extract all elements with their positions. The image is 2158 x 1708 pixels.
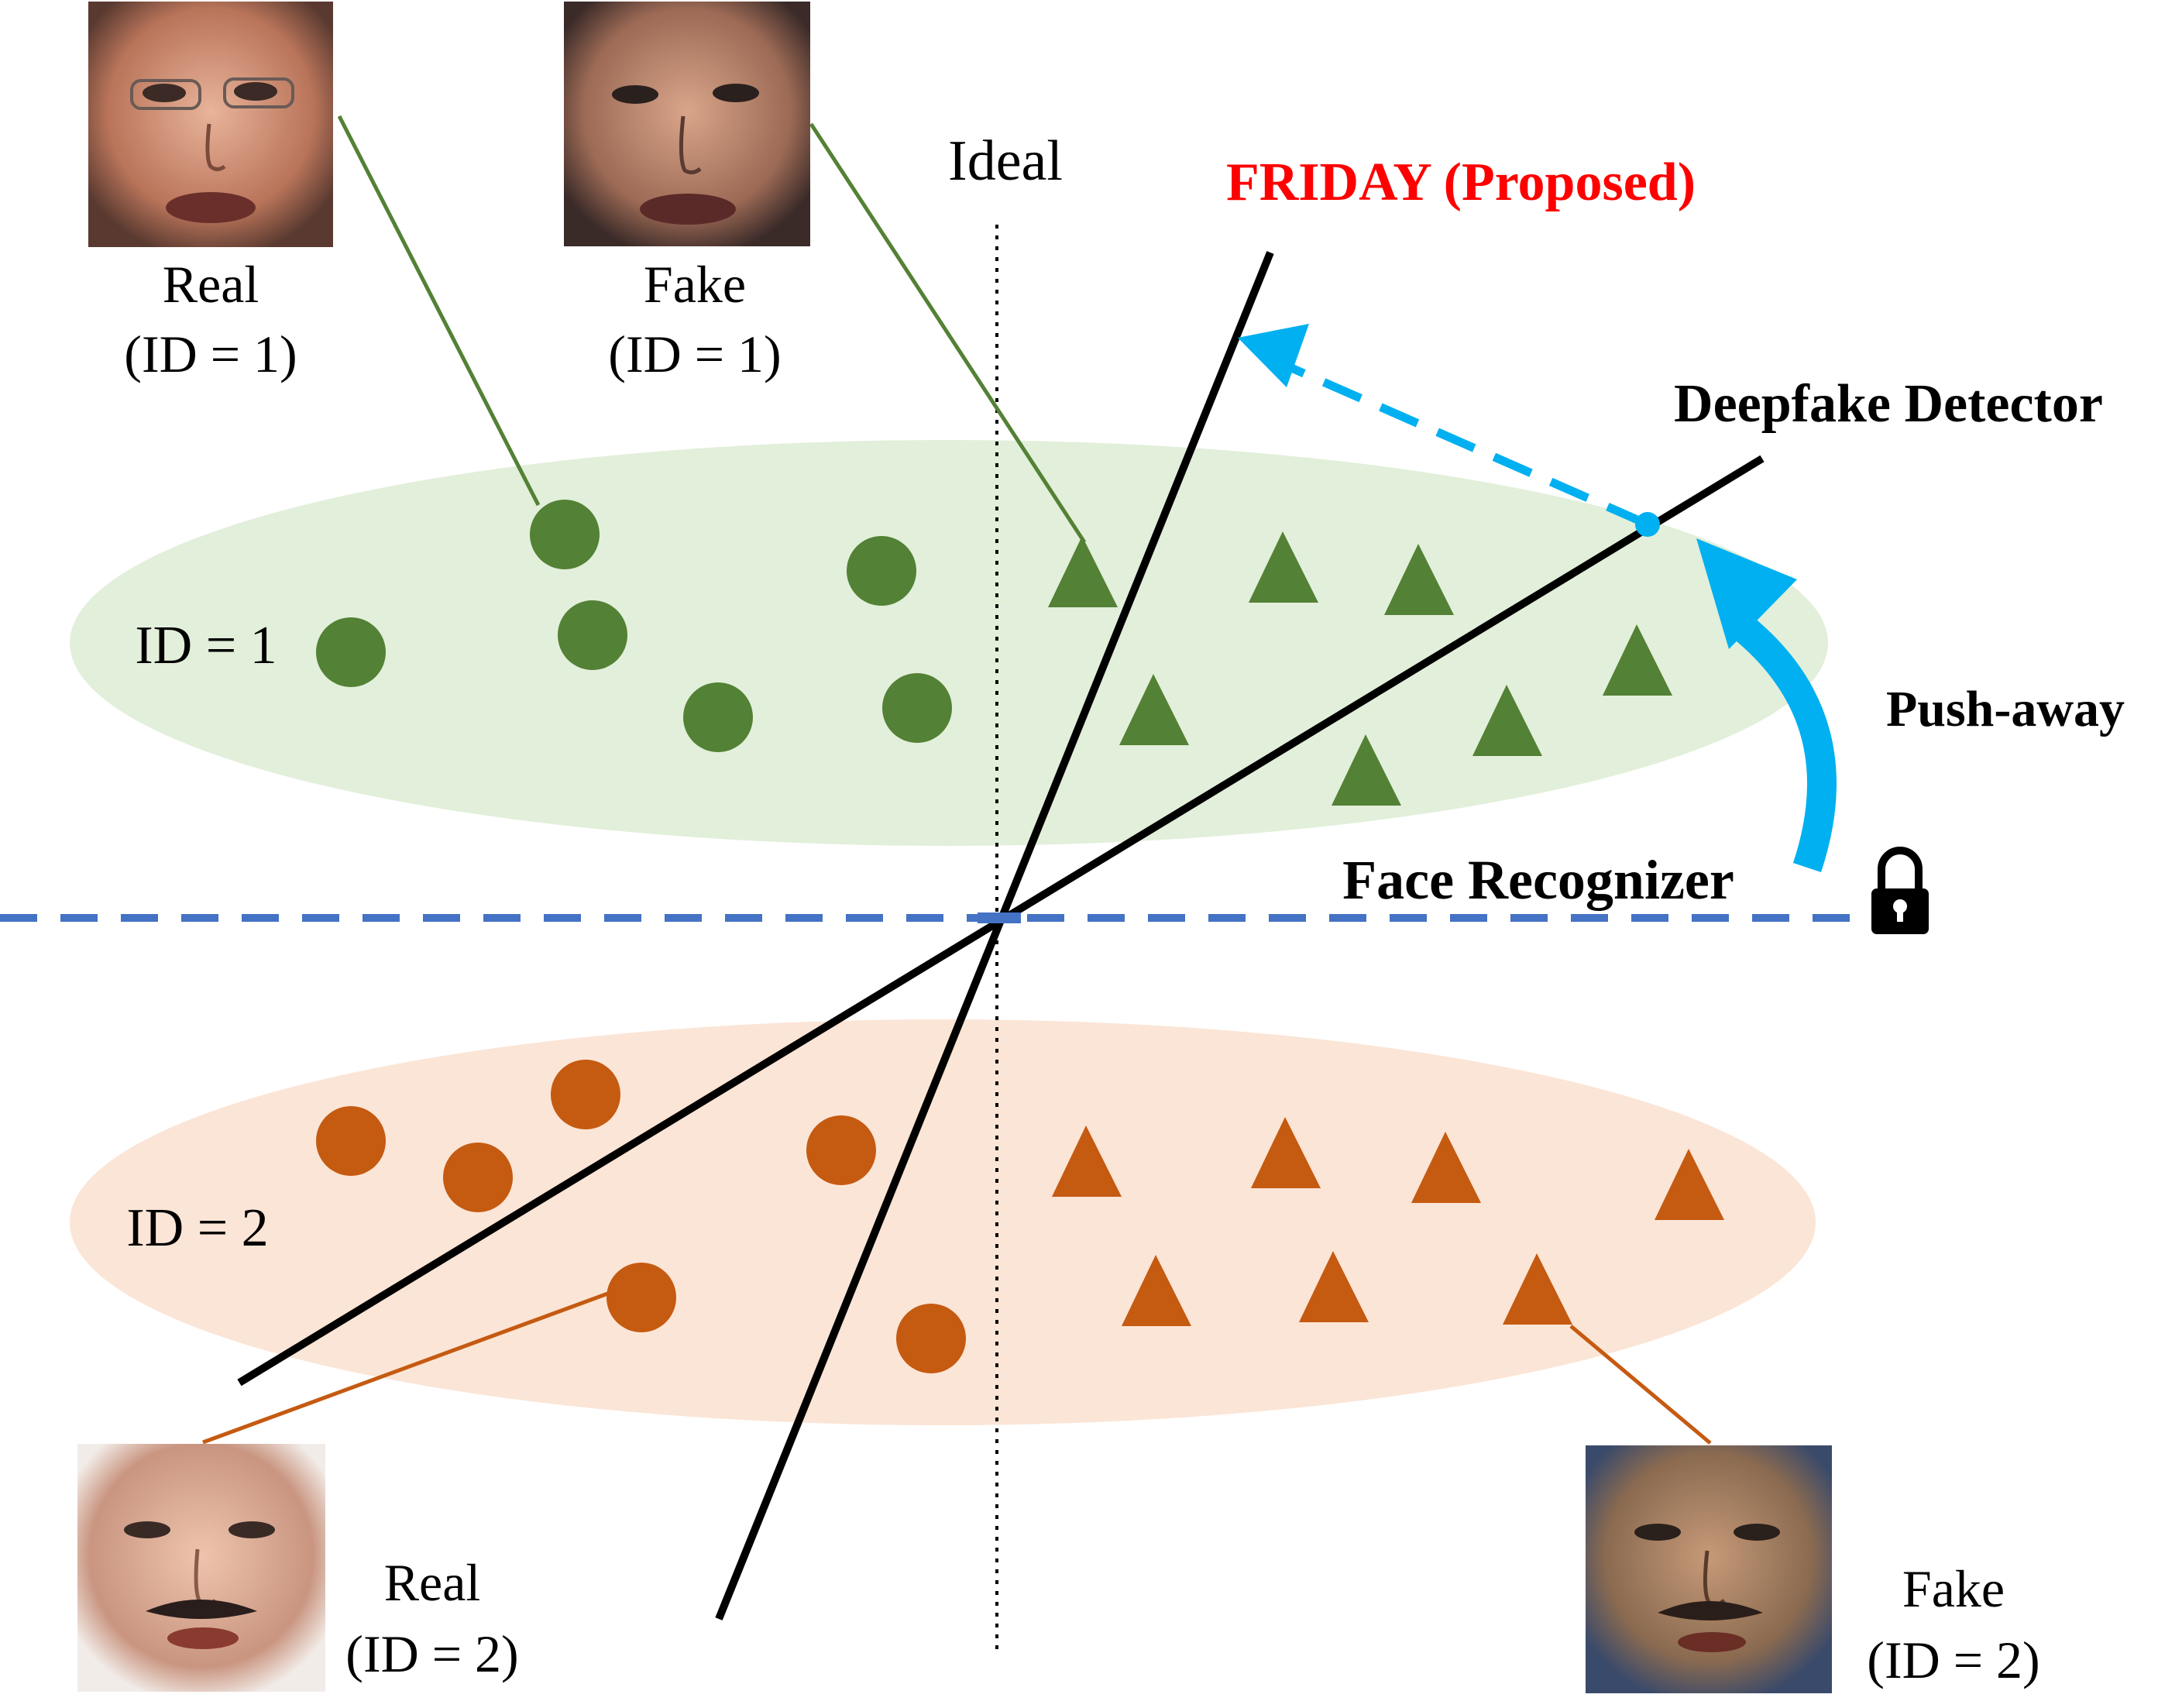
- id2-real-samples: [316, 1060, 966, 1373]
- id2-real-point: [806, 1115, 876, 1185]
- id2-cluster-label: ID = 2: [126, 1198, 268, 1258]
- face-thumbnail-fake-id1: [564, 2, 810, 246]
- id2-real-point: [551, 1060, 620, 1129]
- rotation-arrow-head: [1238, 324, 1309, 387]
- id2-real-point: [443, 1143, 513, 1212]
- real-id2-sub: (ID = 2): [345, 1624, 518, 1683]
- id1-fake-point: [1603, 624, 1672, 696]
- leader-fake-id2: [1569, 1325, 1712, 1445]
- leader-fake-id1: [809, 122, 1087, 544]
- leader-real-id2: [202, 1290, 613, 1445]
- id1-fake-samples: [1048, 531, 1672, 806]
- id1-cluster-label: ID = 1: [135, 616, 277, 675]
- id1-real-point: [683, 682, 753, 752]
- id1-fake-point: [1384, 544, 1454, 615]
- lock-icon: [1871, 847, 1929, 934]
- real-id2-title: Real: [384, 1553, 481, 1612]
- fake-id2-sub: (ID = 2): [1867, 1631, 2039, 1689]
- fake-id1-sub: (ID = 1): [608, 325, 781, 383]
- real-id1-title: Real: [163, 255, 259, 314]
- face-thumbnail-real-id2: [77, 1444, 325, 1692]
- ideal-label: Ideal: [948, 129, 1063, 193]
- boundary-intersection-marker: [978, 912, 1021, 923]
- id2-real-point: [316, 1106, 386, 1176]
- fake-id1-title: Fake: [644, 255, 746, 314]
- id1-real-point: [316, 617, 386, 687]
- deepfake-detector-label: Deepfake Detector: [1674, 374, 2103, 434]
- push-away-label: Push-away: [1886, 681, 2125, 737]
- id1-fake-point: [1332, 734, 1401, 806]
- fake-id2-title: Fake: [1902, 1559, 2005, 1618]
- face-thumbnail-real-id1: [88, 2, 333, 247]
- id2-fake-samples: [1052, 1117, 1724, 1326]
- id2-fake-point: [1299, 1251, 1369, 1322]
- leader-real-id1: [337, 115, 541, 507]
- id1-real-point: [530, 500, 600, 569]
- id2-cluster-region: [70, 1019, 1816, 1425]
- id2-real-point: [896, 1304, 966, 1373]
- id1-real-point: [847, 536, 916, 606]
- friday-boundary: [715, 251, 1274, 1620]
- id2-fake-point: [1052, 1125, 1122, 1197]
- id2-fake-point: [1503, 1253, 1572, 1325]
- real-id1-sub: (ID = 1): [124, 325, 297, 383]
- push-away-arrow: [1733, 616, 1837, 872]
- id1-cluster-region: [70, 440, 1828, 846]
- id2-fake-point: [1251, 1117, 1321, 1188]
- face-thumbnail-fake-id2: [1586, 1445, 1832, 1693]
- id1-fake-point: [1119, 674, 1189, 745]
- id2-fake-point: [1411, 1132, 1481, 1203]
- detector-anchor-point: [1635, 512, 1660, 537]
- id2-real-point: [607, 1263, 676, 1332]
- id2-fake-point: [1122, 1255, 1191, 1326]
- id1-fake-point: [1472, 685, 1542, 756]
- id1-fake-point: [1249, 531, 1318, 603]
- id1-real-point: [882, 673, 952, 743]
- id1-real-point: [558, 600, 627, 670]
- id1-fake-point: [1048, 536, 1118, 607]
- id1-real-samples: [316, 500, 952, 752]
- push-away-arrow-head: [1696, 538, 1797, 649]
- face-recognizer-label: Face Recognizer: [1342, 849, 1734, 911]
- proposed-title: FRIDAY (Proposed): [1226, 153, 1696, 212]
- id2-fake-point: [1655, 1149, 1724, 1220]
- rotation-dashed-arrow: [1287, 363, 1647, 528]
